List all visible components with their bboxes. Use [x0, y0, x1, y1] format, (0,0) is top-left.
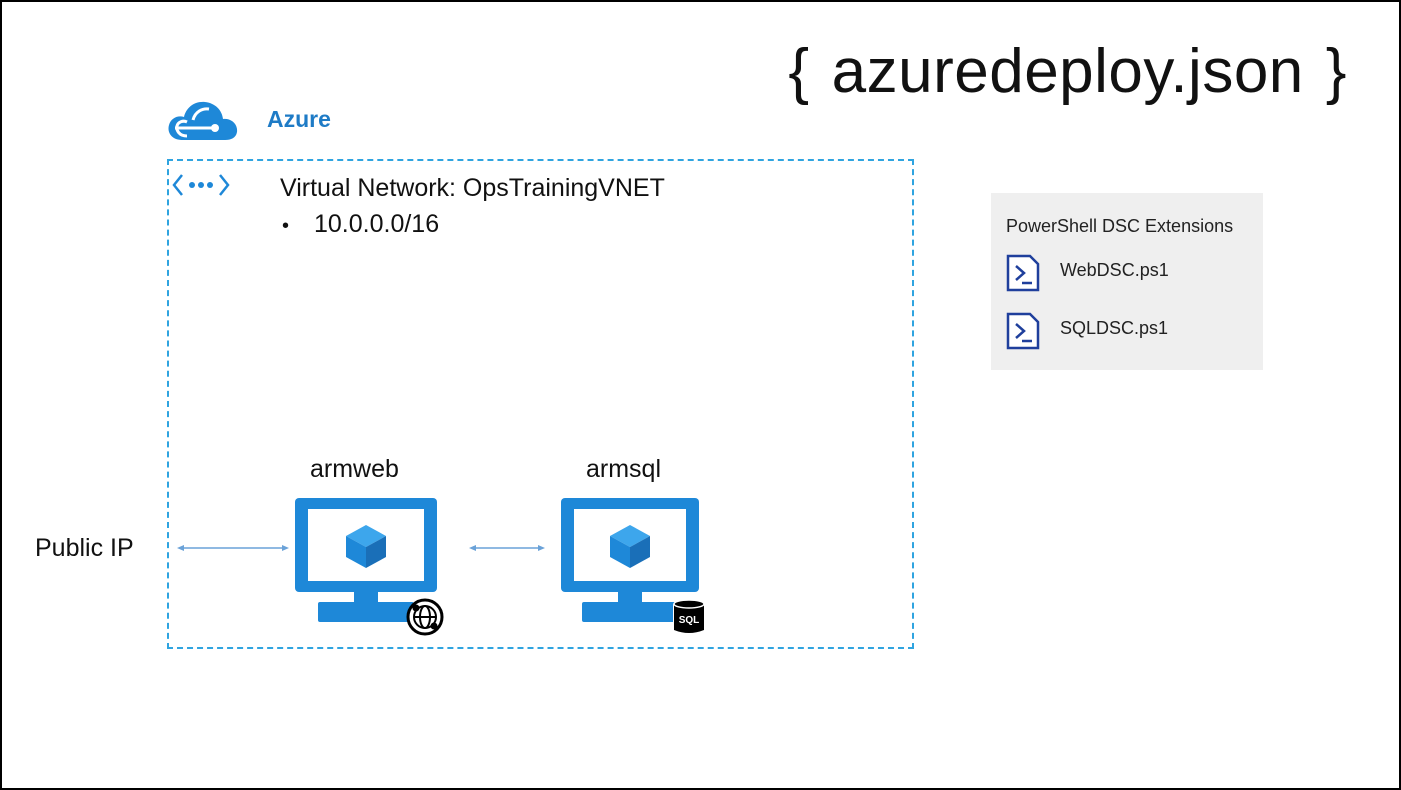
dsc-item-sqldsc: SQLDSC.ps1 — [1005, 312, 1245, 352]
dsc-extensions-panel: PowerShell DSC Extensions WebDSC.ps1 SQL… — [991, 193, 1263, 370]
close-brace: } — [1325, 37, 1347, 106]
dsc-item-name: SQLDSC.ps1 — [1060, 318, 1169, 338]
dsc-item-webdsc: WebDSC.ps1 — [1005, 254, 1245, 294]
azure-cloud-icon — [168, 101, 238, 140]
vm-armweb-icon — [295, 498, 444, 636]
vnet-boundary — [167, 159, 914, 649]
vm-label-armweb: armweb — [310, 455, 399, 483]
azure-label: Azure — [267, 106, 331, 132]
public-ip-label: Public IP — [35, 534, 134, 562]
sql-database-badge-icon: SQL — [673, 599, 705, 634]
open-brace: { — [788, 37, 810, 106]
powershell-script-icon — [1006, 254, 1040, 292]
svg-text:SQL: SQL — [679, 615, 700, 626]
vm-label-armsql: armsql — [586, 455, 662, 483]
vm-armsql-icon: SQL — [561, 498, 705, 634]
bullet-dot: • — [282, 215, 290, 237]
public-ip-to-armweb-arrow — [177, 545, 289, 551]
dsc-panel-title: PowerShell DSC Extensions — [1006, 216, 1234, 236]
vnet-icon — [172, 174, 230, 196]
web-globe-badge-icon — [406, 598, 444, 636]
template-title: { azuredeploy.json} — [766, 36, 1369, 107]
vnet-address-space: 10.0.0.0/16 — [314, 210, 440, 238]
dsc-item-name: WebDSC.ps1 — [1060, 260, 1169, 280]
powershell-script-icon — [1006, 312, 1040, 350]
template-filename: azuredeploy.json — [831, 37, 1304, 106]
armweb-to-armsql-arrow — [469, 545, 545, 551]
vnet-title: Virtual Network: OpsTrainingVNET — [280, 174, 665, 202]
vnet-address-item: • 10.0.0.0/16 — [282, 210, 439, 239]
